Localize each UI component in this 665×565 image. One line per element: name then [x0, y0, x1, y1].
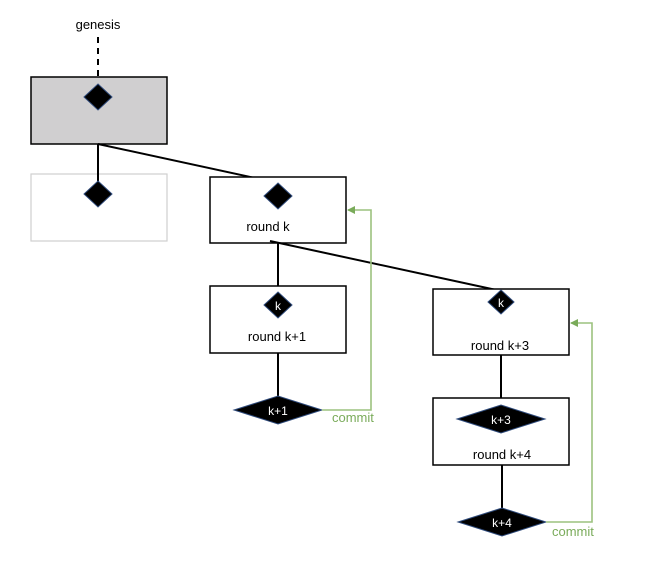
qc-k1-label: k+1 — [268, 404, 288, 418]
qc-k4-label: k+4 — [492, 516, 512, 530]
round-k3-diamond-label: k — [498, 296, 505, 310]
genesis-label: genesis — [76, 17, 121, 32]
genesis-block-diamond — [83, 83, 113, 111]
round-k-label: round k — [246, 219, 290, 234]
round-k4-diamond-label: k+3 — [491, 413, 511, 427]
faded-block-diamond — [83, 180, 113, 208]
round-k1-diamond — [263, 291, 293, 319]
commit-arrow-2 — [546, 319, 593, 523]
round-k4-label: round k+4 — [473, 447, 531, 462]
round-k4-diamond — [455, 404, 547, 434]
round-k1-label: round k+1 — [248, 329, 306, 344]
commit-label-2: commit — [552, 524, 594, 539]
round-k-diamond — [263, 182, 293, 210]
commit-label-1: commit — [332, 410, 374, 425]
link-round-k-to-k3 — [269, 240, 502, 292]
round-k3-label: round k+3 — [471, 338, 529, 353]
commit-arrow-1 — [322, 206, 372, 411]
round-k3-diamond — [487, 289, 515, 315]
round-k1-diamond-label: k — [275, 299, 282, 313]
